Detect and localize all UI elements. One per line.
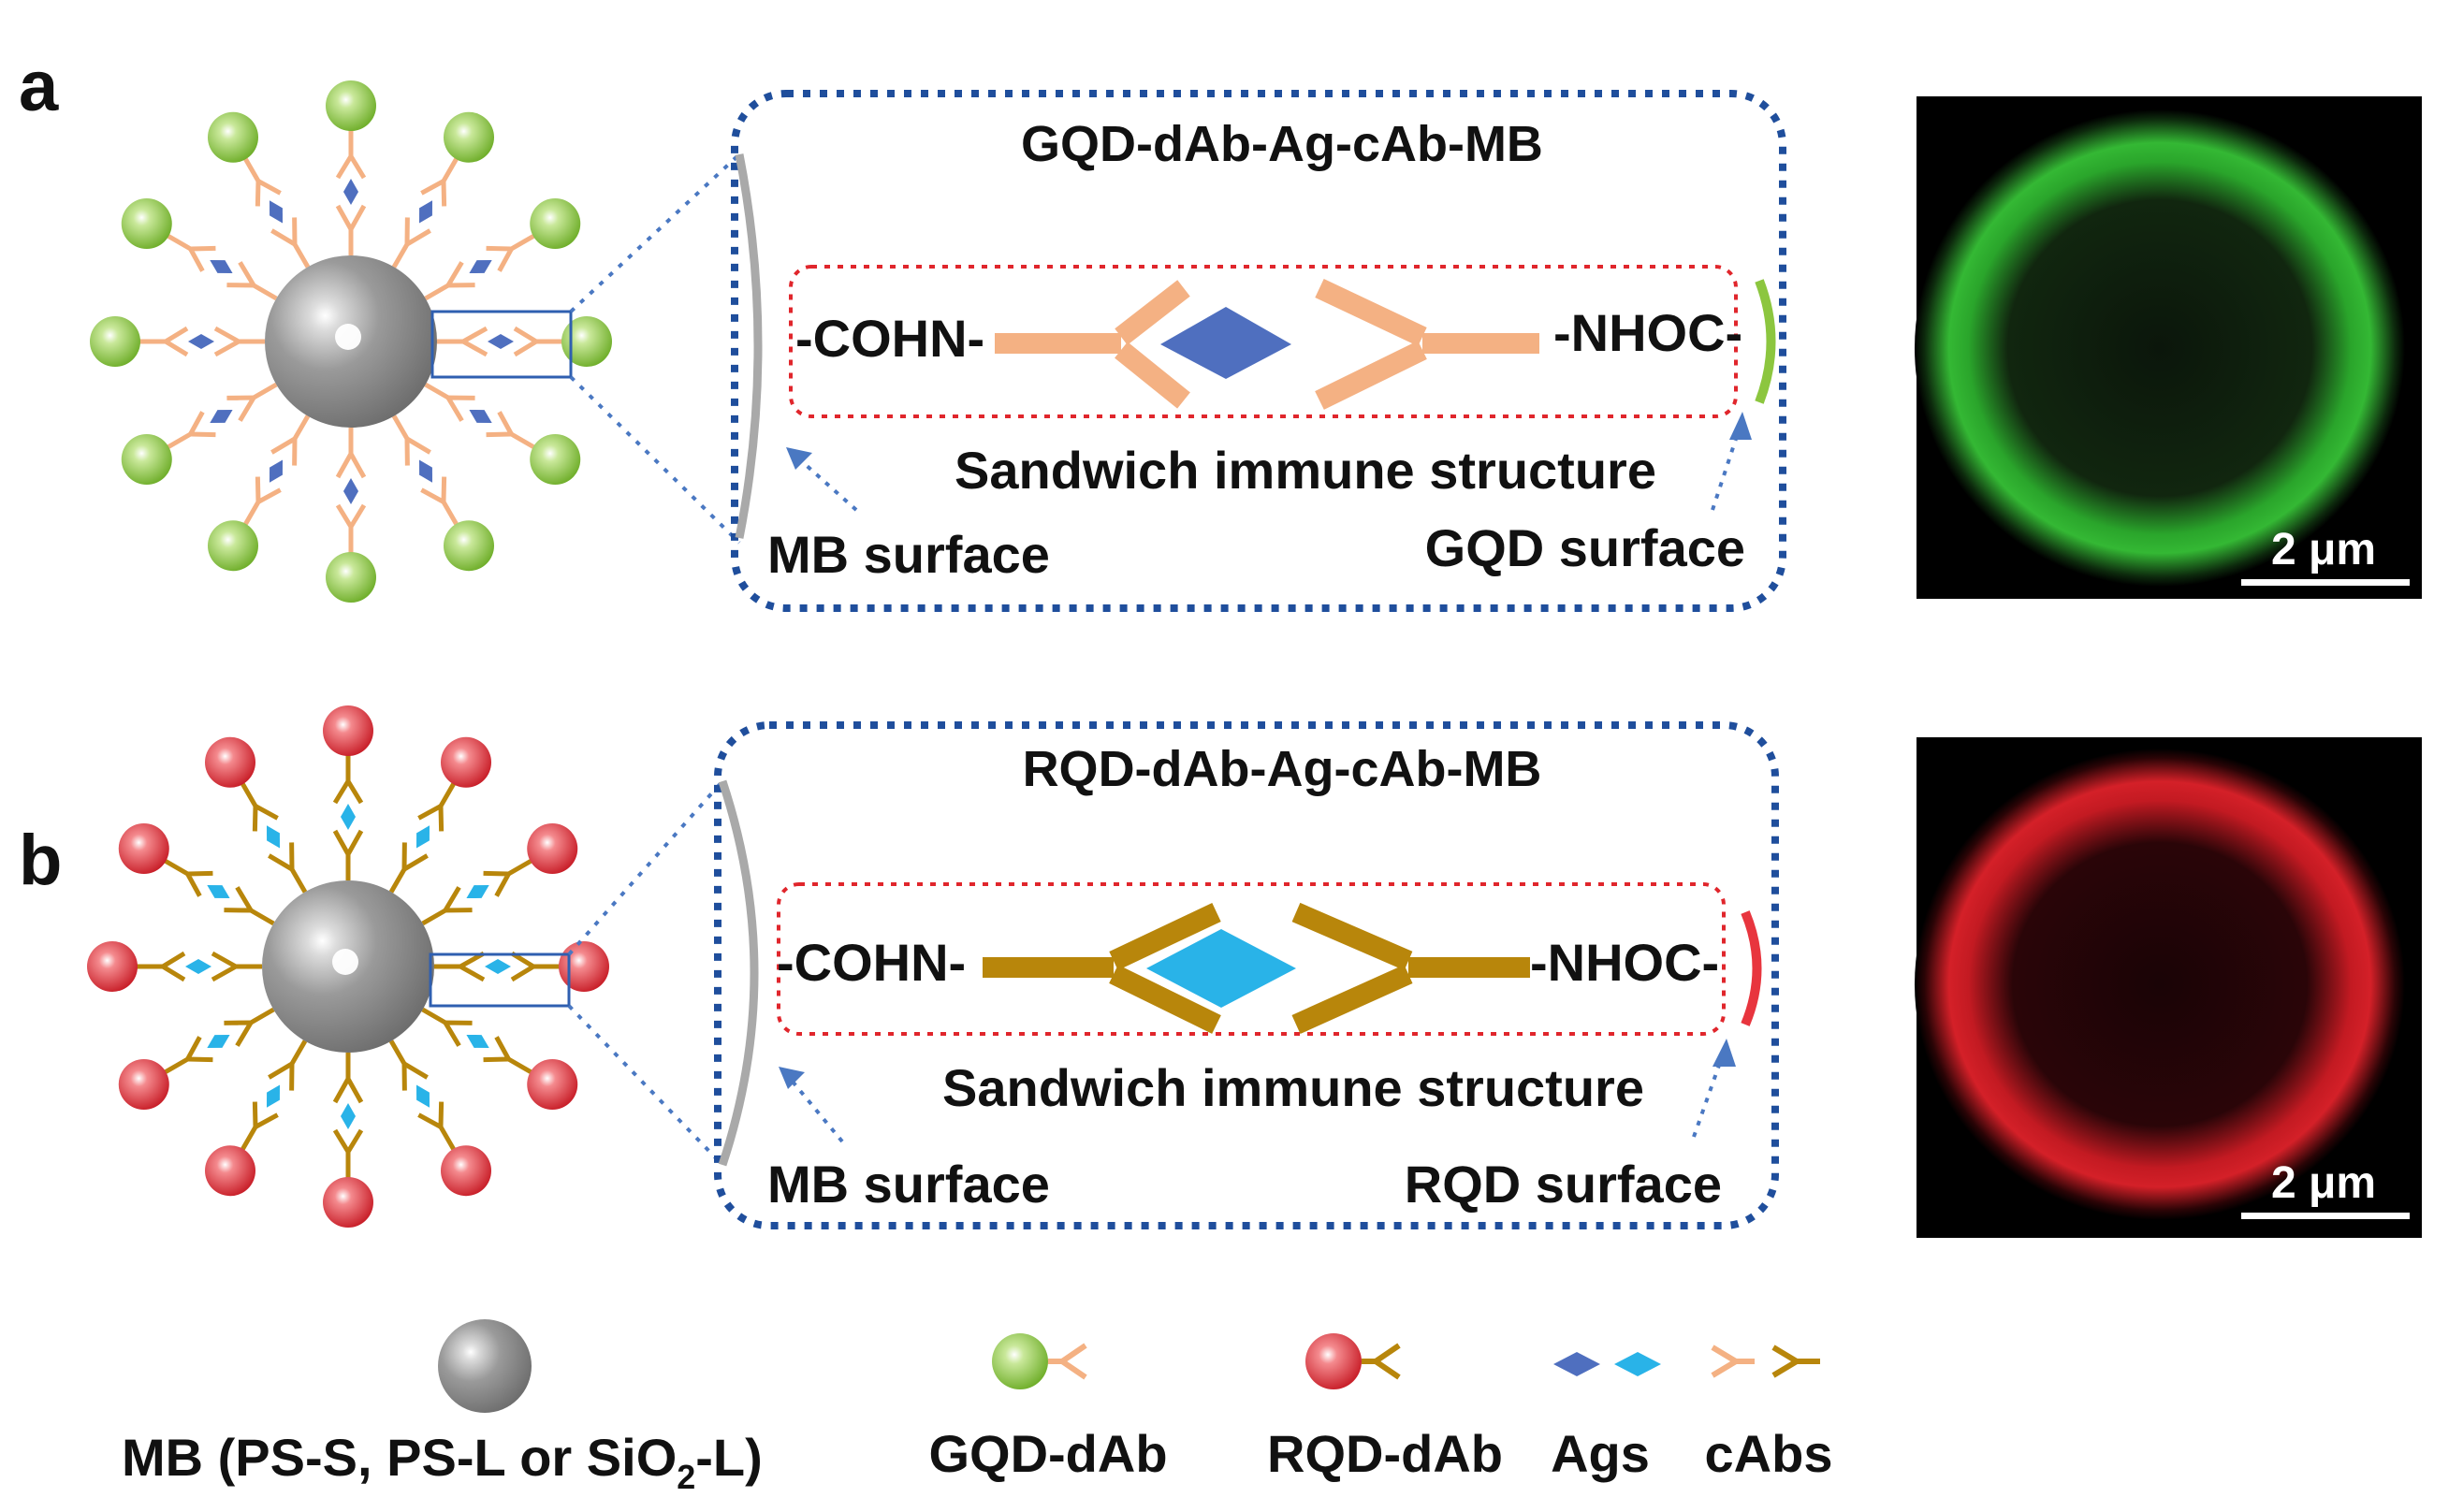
gqd-surface-arc-a (1755, 279, 1776, 404)
right-group-b: -NHOC- (1530, 933, 1719, 992)
left-group-b: -COHN- (777, 933, 966, 992)
spoke-a-8 (208, 111, 311, 269)
panel-letter-a: a (19, 47, 59, 126)
spoke-a-9 (326, 80, 376, 255)
antigen-diamond-a (1160, 307, 1291, 379)
spoke-a-4 (208, 414, 311, 572)
arrow-mb-b (779, 1067, 805, 1089)
structure-label-b: Sandwich immune structure (942, 1058, 1644, 1117)
scale-bar-text-b: 2 μm (2271, 1158, 2376, 1208)
box-title-b: RQD-dAb-Ag-cAb-MB (1023, 741, 1542, 797)
spoke-b-9 (323, 705, 373, 880)
legend-cabs-label: cAbs (1705, 1424, 1833, 1483)
spoke-a-10 (391, 111, 494, 269)
sandwich-a (995, 279, 1539, 410)
scale-bar-b (2241, 1213, 2410, 1219)
zoom-box-a (430, 310, 573, 379)
arrow-rqd-b (1712, 1039, 1736, 1067)
qd-surface-label-b: RQD surface (1405, 1155, 1722, 1214)
spoke-b-5 (118, 1007, 275, 1110)
zoom-line-bottom-a (569, 375, 741, 545)
zoom-panel-a: GQD-dAb-Ag-cAb-MB -COHN- -NHOC- Sandwich… (731, 90, 1786, 612)
zoom-panel-b: RQD-dAb-Ag-cAb-MB -COHN- -NHOC- Sandwich… (714, 721, 1779, 1229)
spoke-a-0 (437, 316, 612, 367)
spoke-a-6 (90, 316, 265, 367)
micrograph-b: 2 μm (1915, 737, 2422, 1238)
spoke-b-3 (323, 1053, 373, 1228)
spoke-b-6 (87, 941, 262, 992)
legend-gqd-icon (992, 1333, 1087, 1389)
spoke-a-1 (424, 382, 581, 485)
spoke-b-8 (205, 736, 308, 894)
spoke-a-2 (391, 414, 494, 572)
scale-bar-a (2241, 579, 2410, 586)
arrow-gqd-a (1729, 412, 1752, 440)
spoke-a-7 (121, 198, 278, 301)
mb-surface-label-a: MB surface (767, 525, 1050, 584)
zoom-line-bottom-b (567, 1004, 724, 1167)
spoke-b-4 (205, 1040, 308, 1197)
panel-letter-b: b (19, 821, 62, 900)
zoom-box-b (429, 952, 571, 1008)
scale-bar-text-a: 2 μm (2271, 525, 2376, 574)
zoom-line-top-a (569, 153, 741, 313)
bead-assembly-a (90, 80, 741, 603)
box-title-a: GQD-dAb-Ag-cAb-MB (1021, 116, 1543, 172)
fluorescent-ring-b (1915, 749, 2405, 1220)
legend-rqd-icon (1305, 1333, 1401, 1389)
legend: MB (PS-S, PS-L or SiO2-L) GQD-dAb RQD-dA… (122, 1319, 1832, 1496)
antibody-spokes-b (87, 705, 609, 1228)
legend-ags-label: Ags (1551, 1424, 1650, 1483)
spoke-a-5 (121, 382, 278, 485)
outer-dashed-box-b (714, 721, 1779, 1229)
legend-mb-icon (438, 1319, 532, 1413)
arrow-mb-a (786, 447, 812, 470)
right-group-a: -NHOC- (1553, 303, 1742, 362)
outer-dashed-box-a (731, 90, 1786, 612)
bead-assembly-b (87, 705, 724, 1228)
legend-mb-label: MB (PS-S, PS-L or SiO2-L) (122, 1428, 763, 1496)
spoke-b-2 (388, 1040, 491, 1197)
zoom-line-top-b (567, 779, 724, 956)
fluorescent-ring-a (1915, 109, 2405, 587)
spoke-a-11 (424, 198, 581, 301)
mb-surface-label-b: MB surface (767, 1155, 1050, 1214)
structure-label-a: Sandwich immune structure (955, 441, 1656, 500)
left-group-a: -COHN- (795, 309, 984, 368)
legend-cabs-icon (1711, 1345, 1820, 1378)
spoke-b-7 (118, 823, 275, 926)
spoke-b-10 (388, 736, 491, 894)
sandwich-b (983, 902, 1530, 1035)
legend-rqd-label: RQD-dAb (1267, 1424, 1503, 1483)
antibody-spokes-a (90, 80, 612, 603)
spoke-b-11 (421, 823, 578, 926)
spoke-b-1 (421, 1007, 578, 1110)
mb-surface-arc-b (718, 779, 759, 1167)
rqd-surface-arc-b (1741, 910, 1762, 1026)
legend-gqd-label: GQD-dAb (928, 1424, 1167, 1483)
legend-ags-icon (1553, 1352, 1661, 1376)
antigen-diamond-b (1146, 929, 1296, 1008)
micrograph-a: 2 μm (1915, 96, 2422, 599)
spoke-b-0 (434, 941, 609, 992)
spoke-a-3 (326, 428, 376, 603)
mb-surface-arc-a (735, 153, 763, 539)
qd-surface-label-a: GQD surface (1425, 518, 1745, 577)
